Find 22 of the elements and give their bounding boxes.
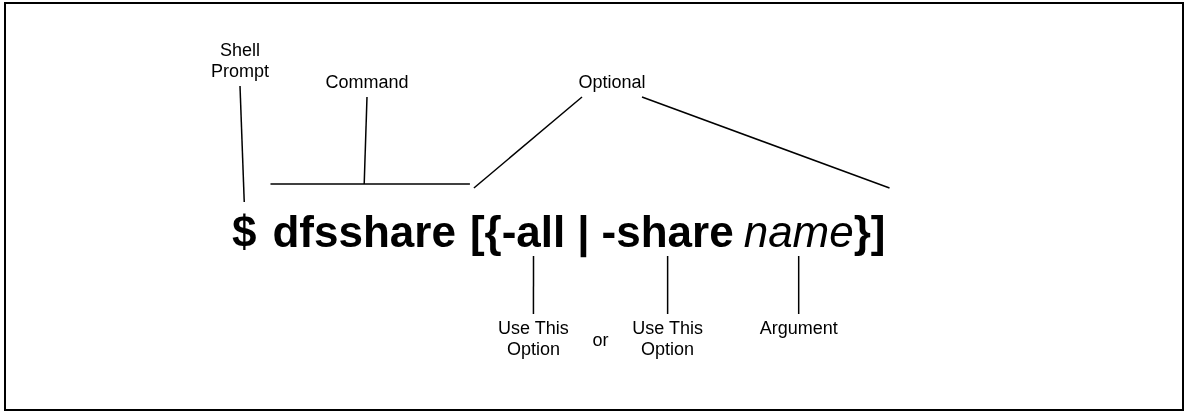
callout-label: Shell Prompt [208, 40, 272, 82]
leader-line [239, 85, 245, 203]
command-text: | [577, 206, 590, 258]
connector-word: or [591, 330, 610, 351]
leader-line [473, 96, 583, 189]
command-text: name [743, 206, 854, 258]
command-text: $ [232, 206, 257, 258]
command-text: }] [853, 206, 886, 258]
callout-label: Optional [562, 72, 662, 93]
leader-line [363, 96, 368, 185]
command-text: dfsshare [272, 206, 456, 258]
leader-line [532, 255, 535, 315]
command-text: -share [601, 206, 734, 258]
leader-line [641, 96, 891, 189]
callout-label: Argument [753, 318, 844, 339]
command-text: -all [501, 206, 566, 258]
command-text: [{ [469, 206, 502, 258]
callout-label: Use This Option [491, 318, 576, 360]
leader-line [666, 255, 669, 315]
leader-line [797, 255, 800, 315]
callout-label: Use This Option [625, 318, 710, 360]
callout-label: Command [317, 72, 417, 93]
